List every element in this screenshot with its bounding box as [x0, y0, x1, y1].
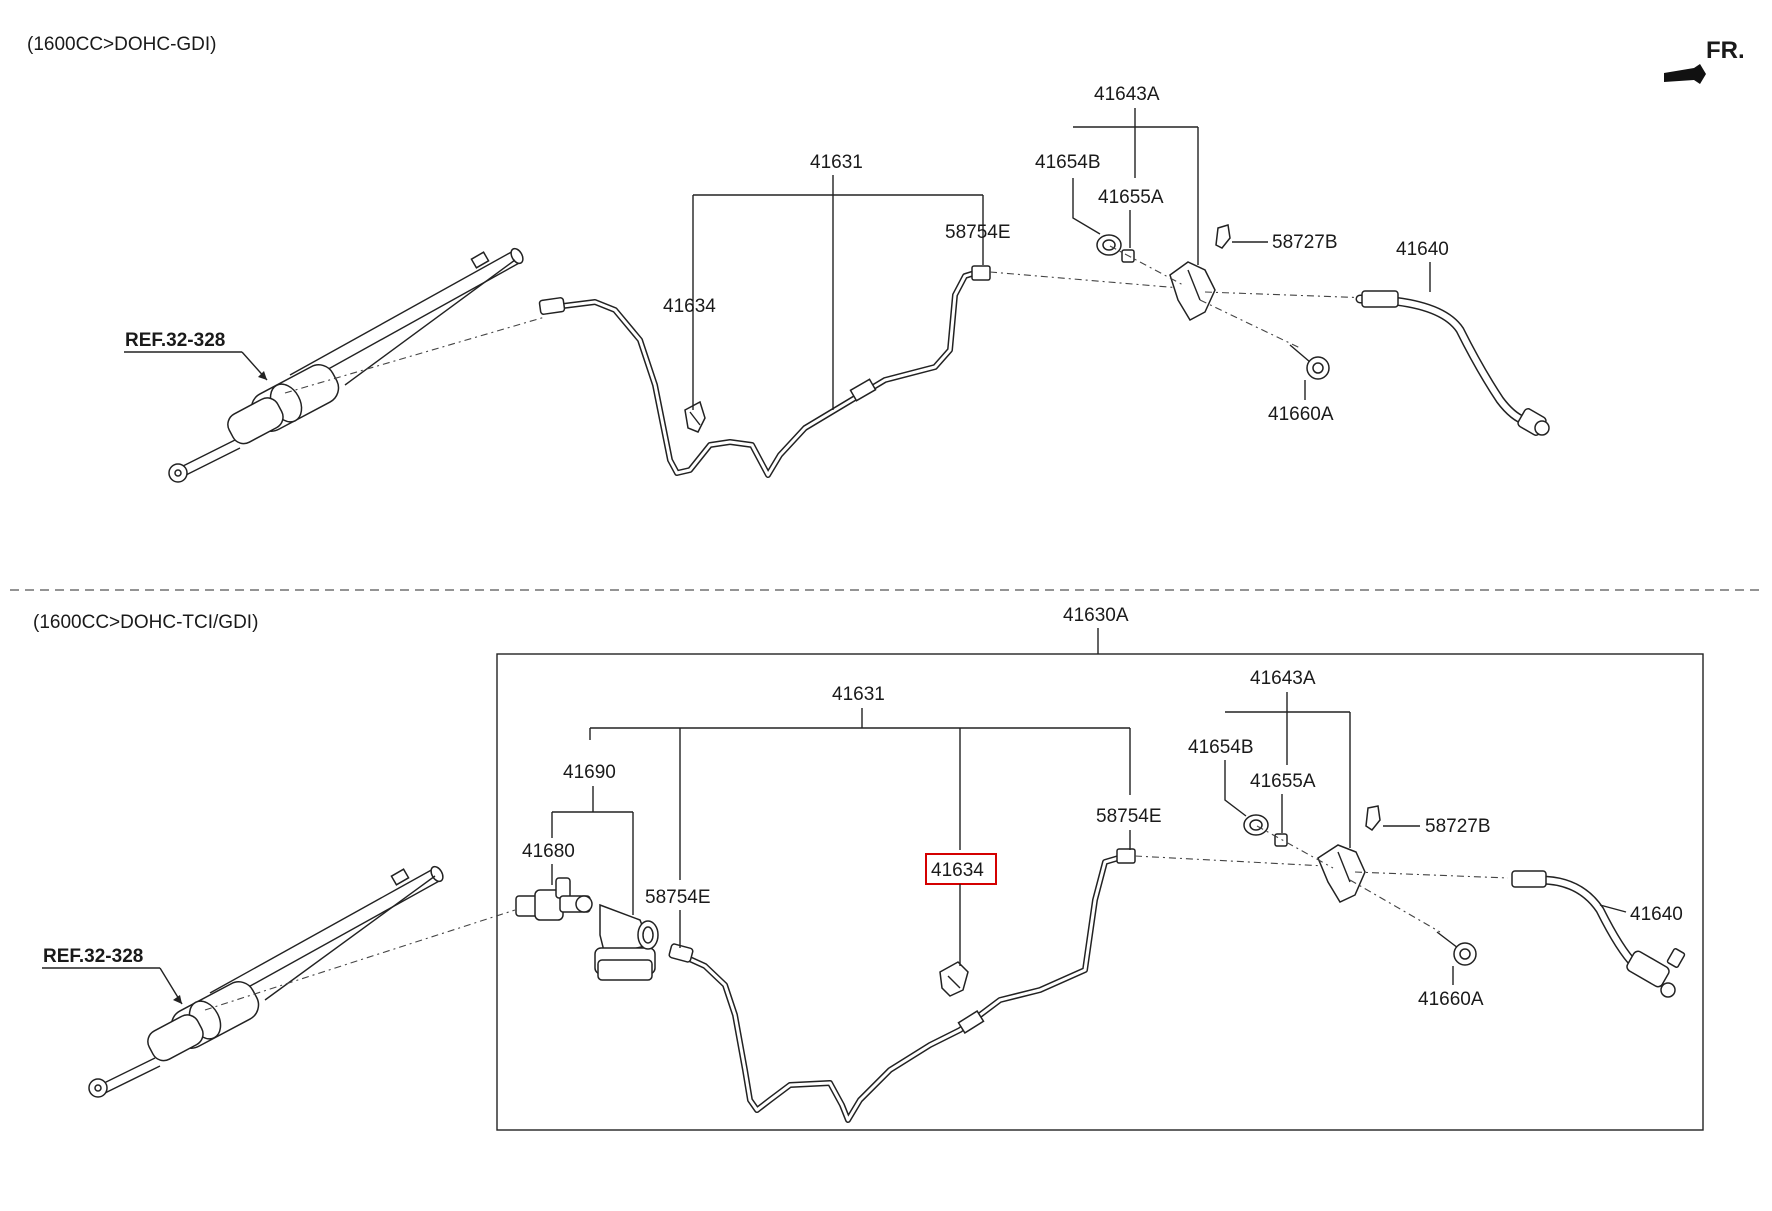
bottom-clip-58727B [1365, 805, 1381, 832]
top-clip-41634 [684, 400, 706, 433]
bottom-hose-41640 [1511, 870, 1686, 998]
top-label-58754E: 58754E [945, 222, 1011, 243]
bottom-label-41654B: 41654B [1188, 737, 1254, 758]
top-bolt-41660A [1289, 344, 1330, 380]
highlight-box-41634[interactable] [925, 853, 997, 885]
bottom-label-41640: 41640 [1630, 904, 1683, 925]
bottom-bolt-41660A [1436, 931, 1477, 966]
top-ref-label: REF.32-328 [125, 330, 225, 351]
bottom-label-58727B: 58727B [1425, 816, 1491, 837]
bottom-assembly-frame [496, 653, 1704, 1131]
bottom-bracket-41643A [1243, 814, 1509, 933]
bottom-master-cylinder [88, 865, 516, 1098]
top-master-cylinder [168, 247, 546, 483]
bottom-callouts: 41631 41690 41680 58754E 41634 58754E 41… [522, 668, 1683, 1010]
bottom-label-41660A: 41660A [1418, 989, 1484, 1010]
bottom-clutch-pipe [668, 848, 1326, 1123]
top-ref-callout: REF.32-328 [124, 330, 268, 381]
bottom-label-41655A: 41655A [1250, 771, 1316, 792]
top-label-41643A: 41643A [1094, 84, 1160, 105]
top-label-41655A: 41655A [1098, 187, 1164, 208]
front-label: FR. [1706, 37, 1745, 64]
top-clip-58727B [1215, 224, 1231, 249]
top-label-41634: 41634 [663, 296, 716, 317]
top-hose-41640 [1355, 290, 1550, 436]
bottom-valve-41690 [594, 903, 659, 981]
bottom-label-41690: 41690 [563, 762, 616, 783]
front-direction-indicator: FR. [1664, 37, 1745, 84]
bottom-connector-41680 [515, 877, 593, 921]
top-bracket-41643A [1096, 234, 1371, 349]
bottom-section-header: (1600CC>DOHC-TCI/GDI) [33, 612, 258, 633]
top-label-58727B: 58727B [1272, 232, 1338, 253]
bottom-clip-41634 [939, 961, 969, 997]
bottom-ref-label: REF.32-328 [43, 946, 143, 967]
bottom-label-41634[interactable]: 41634 [931, 860, 984, 881]
bottom-label-41643A: 41643A [1250, 668, 1316, 689]
top-label-41654B: 41654B [1035, 152, 1101, 173]
top-label-41660A: 41660A [1268, 404, 1334, 425]
top-label-41640: 41640 [1396, 239, 1449, 260]
bottom-label-41631: 41631 [832, 684, 885, 705]
bottom-label-41630A: 41630A [1063, 605, 1129, 626]
top-section-header: (1600CC>DOHC-GDI) [27, 34, 217, 55]
bottom-ref-callout: REF.32-328 [42, 946, 183, 1005]
front-arrow-icon [1664, 64, 1706, 84]
top-label-41631: 41631 [810, 152, 863, 173]
bottom-label-58754E-right: 58754E [1096, 806, 1162, 827]
bottom-label-58754E-left: 58754E [645, 887, 711, 908]
top-assembly: REF.32-328 [124, 84, 1550, 483]
top-clutch-pipe [538, 265, 1181, 478]
bottom-label-41680: 41680 [522, 841, 575, 862]
top-callouts: 41631 41634 58754E 41643A 41654B 41655A … [663, 84, 1449, 425]
bottom-assembly: 41630A REF.32-328 [42, 605, 1704, 1131]
